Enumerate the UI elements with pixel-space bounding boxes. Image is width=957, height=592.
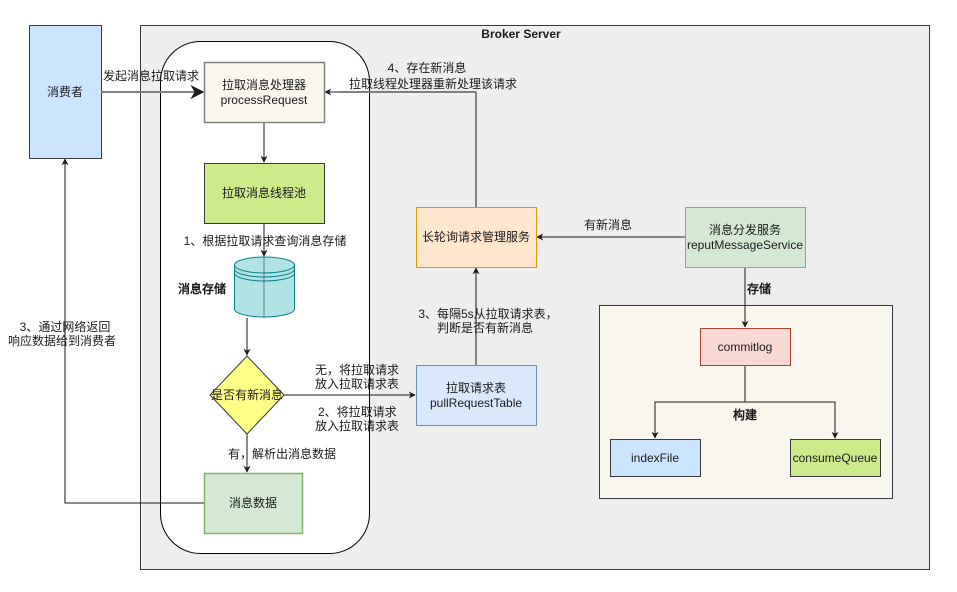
edge-label-query-store: 1、根据拉取请求查询消息存储: [184, 233, 347, 248]
message-data-label: 消息数据: [229, 495, 277, 510]
thread-pool-label: 拉取消息线程池: [222, 185, 306, 200]
pull-request-table-label-cn: 拉取请求表: [446, 380, 506, 395]
process-request-label-cn: 拉取消息处理器: [222, 77, 306, 92]
edge-label-return-1: 3、通过网络返回: [20, 319, 111, 334]
edge-label-none-put-2: 放入拉取请求表: [315, 376, 399, 391]
index-file-label: indexFile: [631, 451, 679, 465]
consume-queue-node[interactable]: [790, 439, 881, 477]
consume-queue-label: consumeQueue: [793, 451, 878, 465]
edge-label-check-every-1: 3、每隔5s从拉取请求表，: [418, 306, 557, 321]
has-new-message-label: 是否有新消息: [211, 387, 283, 402]
pull-request-table-label-en: pullRequestTable: [430, 396, 522, 410]
edge-label-reprocess-2: 拉取线程处理器重新处理该请求: [349, 76, 517, 91]
broker-server-title: Broker Server: [481, 27, 561, 41]
reput-message-service-node[interactable]: [685, 207, 806, 268]
pull-request-table-node[interactable]: [416, 365, 537, 426]
edge-label-reprocess-1: 4、存在新消息: [388, 60, 467, 75]
edge-label-build: 构建: [733, 407, 758, 422]
long-polling-service-node[interactable]: [416, 207, 537, 268]
commitlog-node[interactable]: [700, 328, 791, 366]
commitlog-label: commitlog: [718, 340, 773, 354]
edge-label-step2-put-2: 放入拉取请求表: [315, 418, 399, 433]
message-store-cylinder[interactable]: [234, 256, 295, 318]
edge-label-step2-put-1: 2、将拉取请求: [318, 404, 397, 419]
edge-label-has-parse: 有，解析出消息数据: [228, 446, 336, 461]
long-polling-service-label: 长轮询请求管理服务: [422, 229, 530, 244]
message-data-node[interactable]: [203, 472, 304, 535]
reput-message-service-label-en: reputMessageService: [687, 238, 803, 252]
consumer-node[interactable]: [29, 25, 102, 159]
edge-return-to-consumer: [61, 158, 204, 504]
edge-label-return-2: 响应数据给到消费者: [8, 333, 116, 348]
edge-label-none-put-1: 无，将拉取请求: [315, 362, 399, 377]
reput-message-service-label-cn: 消息分发服务: [709, 222, 781, 237]
edge-label-initiate-pull: 发起消息拉取请求: [103, 68, 199, 83]
edge-label-store: 存储: [746, 281, 771, 296]
thread-pool-node[interactable]: [204, 163, 325, 224]
consumer-label: 消费者: [47, 85, 83, 99]
message-store-label: 消息存储: [178, 281, 226, 296]
edge-label-check-every-2: 判断是否有新消息: [437, 320, 533, 335]
edge-commitlog-to-indexfile: [651, 366, 746, 439]
process-request-node[interactable]: [203, 61, 326, 124]
index-file-node[interactable]: [610, 439, 701, 477]
edge-commitlog-to-consumequeue: [745, 401, 839, 439]
process-request-label-en: processRequest: [221, 93, 308, 107]
edge-label-has-new-msg: 有新消息: [584, 217, 632, 232]
has-new-message-decision[interactable]: [209, 355, 285, 435]
